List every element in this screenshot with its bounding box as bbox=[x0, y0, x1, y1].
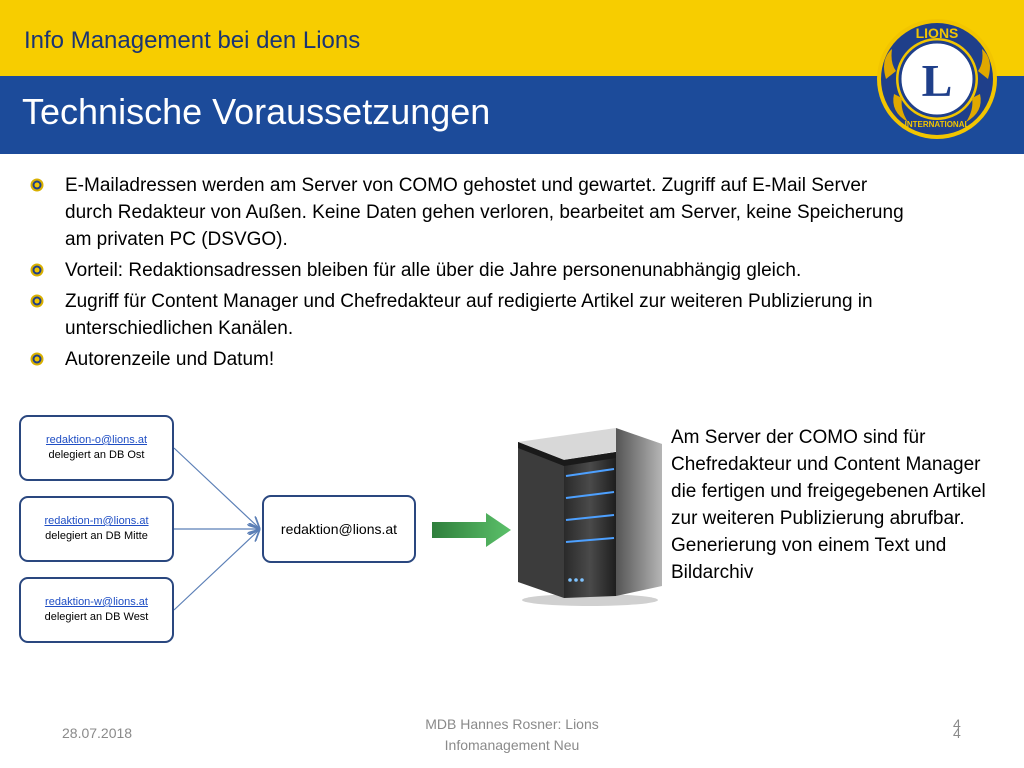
bullet-text: Zugriff für Content Manager und Chefreda… bbox=[65, 291, 873, 339]
connector-ost bbox=[173, 447, 258, 527]
bullet-item: E-Mailadressen werden am Server von COMO… bbox=[30, 172, 910, 253]
page-number: 4 bbox=[953, 716, 961, 732]
email-link-ost[interactable]: redaktion-o@lions.at bbox=[45, 434, 148, 446]
source-note: delegiert an DB Ost bbox=[48, 449, 145, 461]
header-blue-band bbox=[0, 76, 1024, 154]
slide-title: Technische Voraussetzungen bbox=[22, 91, 491, 132]
green-arrow-icon bbox=[432, 513, 511, 547]
bullet-item: Autorenzeile und Datum! bbox=[30, 346, 910, 373]
email-link-west[interactable]: redaktion-w@lions.at bbox=[45, 596, 148, 608]
email-link-mitte[interactable]: redaktion-m@lions.at bbox=[44, 515, 149, 527]
server-icon bbox=[518, 428, 662, 606]
source-box-mitte: redaktion-m@lions.at delegiert an DB Mit… bbox=[19, 496, 174, 562]
bullet-item: Vorteil: Redaktionsadressen bleiben für … bbox=[30, 257, 910, 284]
footer-date: 28.07.2018 bbox=[62, 725, 133, 741]
logo-bottom-text: INTERNATIONAL bbox=[905, 120, 970, 129]
footer-author-line2: Infomanagement Neu bbox=[444, 737, 580, 753]
lions-bullet-icon bbox=[30, 294, 44, 308]
server-description: Am Server der COMO sind für Chefredakteu… bbox=[671, 427, 986, 583]
hub-box: redaktion@lions.at bbox=[262, 495, 416, 563]
bullet-list: E-Mailadressen werden am Server von COMO… bbox=[30, 172, 910, 377]
page-number: 4 bbox=[953, 725, 961, 741]
logo-letter: L bbox=[922, 55, 953, 106]
source-note: delegiert an DB West bbox=[44, 611, 149, 623]
bullet-text: E-Mailadressen werden am Server von COMO… bbox=[65, 175, 904, 250]
bullet-text: Vorteil: Redaktionsadressen bleiben für … bbox=[65, 260, 802, 281]
bullet-text: Autorenzeile und Datum! bbox=[65, 349, 275, 370]
connector-arrows bbox=[173, 447, 520, 611]
footer-author-line1: MDB Hannes Rosner: Lions bbox=[425, 716, 599, 732]
source-box-west: redaktion-w@lions.at delegiert an DB Wes… bbox=[19, 577, 174, 643]
lions-bullet-icon bbox=[30, 352, 44, 366]
header-yellow-band bbox=[0, 0, 1024, 76]
connector-west bbox=[173, 531, 258, 611]
lions-logo-icon: LIONS INTERNATIONAL L bbox=[877, 19, 997, 139]
lions-bullet-icon bbox=[30, 263, 44, 277]
hub-address: redaktion@lions.at bbox=[280, 520, 398, 537]
footer-author: MDB Hannes Rosner: Lions Infomanagement … bbox=[412, 714, 612, 756]
presentation-title: Info Management bei den Lions bbox=[24, 27, 361, 54]
lions-bullet-icon bbox=[30, 178, 44, 192]
logo-top-text: LIONS bbox=[916, 25, 959, 41]
bullet-item: Zugriff für Content Manager und Chefreda… bbox=[30, 288, 910, 342]
source-box-ost: redaktion-o@lions.at delegiert an DB Ost bbox=[19, 415, 174, 481]
source-note: delegiert an DB Mitte bbox=[45, 530, 148, 542]
